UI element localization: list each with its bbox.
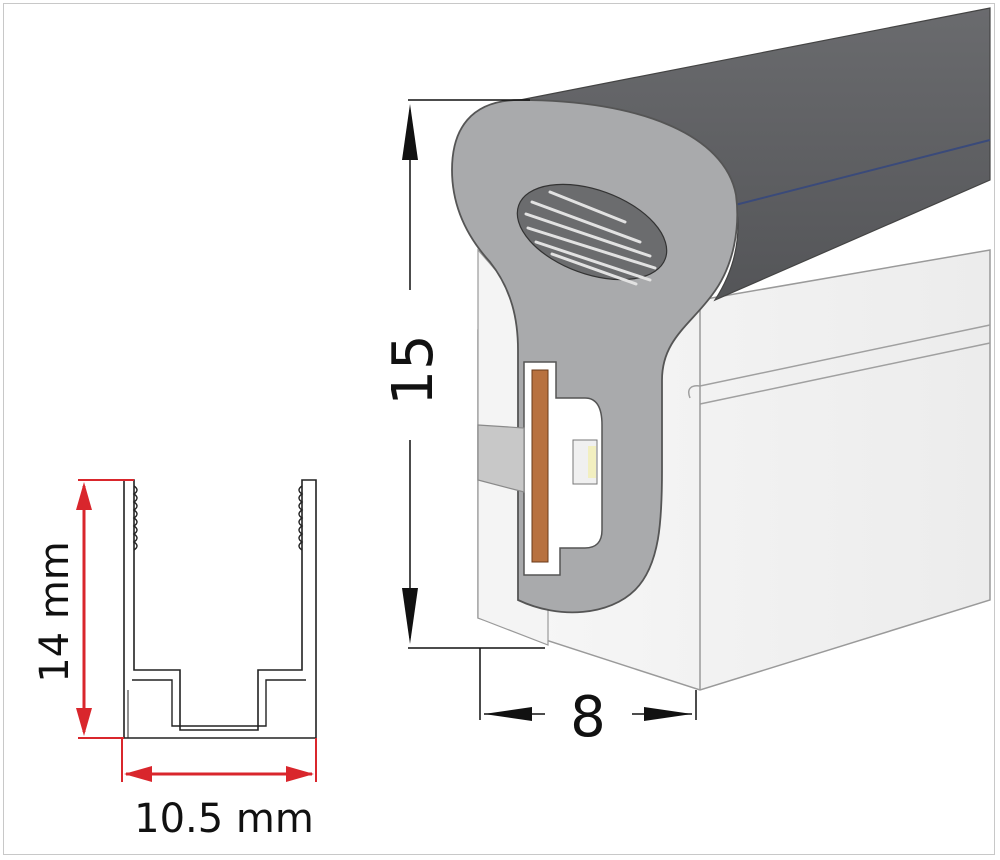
channel-inner-contour (132, 679, 306, 727)
channel-width-dimension: 10.5 mm (121, 738, 317, 842)
width-label: 8 (570, 685, 606, 750)
arrowhead-left (484, 707, 532, 721)
red-arrowhead-right (286, 766, 314, 782)
top-highlight-line (734, 139, 991, 206)
channel-outline (123, 479, 317, 739)
neon-profile-3d (451, 7, 991, 691)
mounting-channel (123, 479, 317, 739)
channel-width-label: 10.5 mm (134, 796, 314, 842)
width-dimension: 8 (479, 648, 697, 750)
height-dimension: 15 (381, 99, 545, 649)
channel-height-label: 14 mm (32, 541, 78, 683)
teeth-left (132, 485, 138, 551)
red-arrowhead-up (76, 482, 92, 510)
channel-floor-left (127, 690, 181, 738)
red-arrowhead-left (124, 766, 152, 782)
red-arrowhead-down (76, 708, 92, 736)
arrowhead-up (402, 104, 418, 160)
pcb-strip (531, 369, 549, 563)
mounting-tab (477, 424, 525, 493)
arrowhead-down (402, 588, 418, 644)
diffuser-texture (516, 183, 668, 286)
height-label: 15 (381, 334, 446, 405)
arrowhead-right (644, 707, 692, 721)
image-border (3, 3, 995, 855)
led-chip-phosphor (588, 446, 596, 478)
teeth-right (298, 485, 304, 551)
channel-height-dimension: 14 mm (32, 479, 134, 739)
